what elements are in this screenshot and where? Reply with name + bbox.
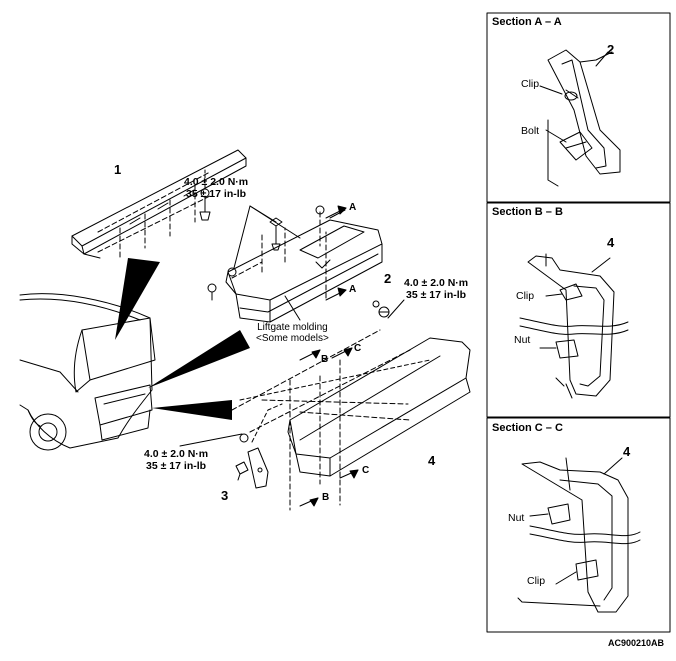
section-a-markers [325,205,347,301]
view-pointer-wedges [115,258,250,420]
part-number-1: 1 [114,162,122,177]
section-ref-a-top: A [349,202,357,213]
torque-spec-lower: 4.0 ± 2.0 N·m 35 ± 17 in-lb [144,448,208,472]
liftgate-molding-note: Liftgate molding <Some models> [256,322,329,344]
part-number-2: 2 [384,271,392,286]
torque-spec-lower-inlb: 35 ± 17 in-lb [146,460,207,472]
section-c-nut-label: Nut [508,512,525,524]
section-c-drawing [517,457,641,613]
part-1-fasteners [199,169,211,221]
section-b-part-number: 4 [607,235,615,250]
section-a-drawing [539,49,621,187]
part-number-3: 3 [221,488,229,503]
section-ref-c-bottom: C [362,465,370,476]
section-a-clip-label: Clip [521,78,540,90]
section-b-nut-label: Nut [514,334,531,346]
torque-spec-upper: 4.0 ± 2.0 N·m 35 ± 17 in-lb [184,176,248,200]
section-c-title: Section C – C [492,422,563,434]
part-1-garnish [71,149,247,259]
section-c-part-number: 4 [623,444,631,459]
torque-spec-upper-inlb: 35 ± 17 in-lb [186,188,247,200]
torque-spec-lower-nm: 4.0 ± 2.0 N·m [144,448,209,460]
section-a-part-number: 2 [607,42,615,57]
section-bc-markers [239,347,431,507]
section-panels [486,12,671,633]
torque-spec-right-inlb: 35 ± 17 in-lb [406,289,467,301]
part-3-bracket [235,403,283,489]
section-ref-c-top: C [354,343,362,354]
section-ref-a-bottom: A [349,284,357,295]
part-2-fasteners [207,205,325,301]
section-ref-b-top: B [321,354,329,365]
liftgate-molding-qualifier: <Some models> [256,333,329,344]
section-a-title: Section A – A [492,16,562,28]
section-b-clip-label: Clip [516,290,535,302]
section-ref-b-bottom: B [322,492,330,503]
section-b-title: Section B – B [492,206,563,218]
part-number-4: 4 [428,453,436,468]
molding-leader [284,295,301,321]
figure-code: AC900210AB [608,638,665,648]
torque-leaders [179,205,405,447]
section-c-clip-label: Clip [527,575,546,587]
torque-spec-upper-nm: 4.0 ± 2.0 N·m [184,176,249,188]
vehicle-rear-view [19,293,156,451]
section-b-drawing [519,253,629,399]
part-2-spoiler [225,209,383,323]
torque-spec-right-nm: 4.0 ± 2.0 N·m [404,277,469,289]
section-a-bolt-label: Bolt [521,125,540,137]
torque-spec-right: 4.0 ± 2.0 N·m 35 ± 17 in-lb [404,277,468,301]
liftgate-molding-label: Liftgate molding [257,322,328,333]
